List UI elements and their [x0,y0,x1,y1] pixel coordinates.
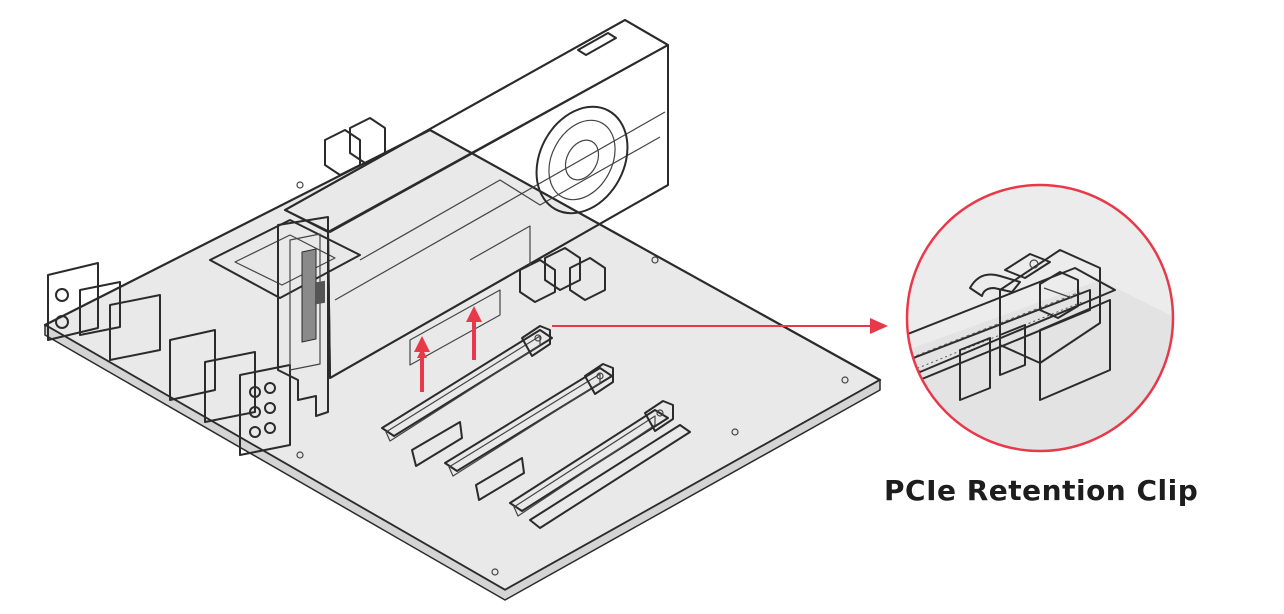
motherboard [43,128,882,601]
pcie-slot-2 [444,363,614,501]
insertion-arrow-right [466,306,482,360]
arrow-up-icon [466,306,482,322]
rear-io-panel [47,262,291,456]
mounting-hole [296,181,849,576]
arrow-up-icon [414,336,430,352]
pcie-slot-1 [381,325,553,467]
insertion-arrow-left [414,336,430,392]
callout-pointer [552,318,888,334]
arrow-right-icon [870,318,888,334]
pcie-slot-3 [509,400,691,529]
callout-label: PCIe Retention Clip [884,474,1199,507]
clip-zoom-detail [905,183,1175,453]
cpu-socket [209,219,361,299]
graphics-card [277,19,669,417]
